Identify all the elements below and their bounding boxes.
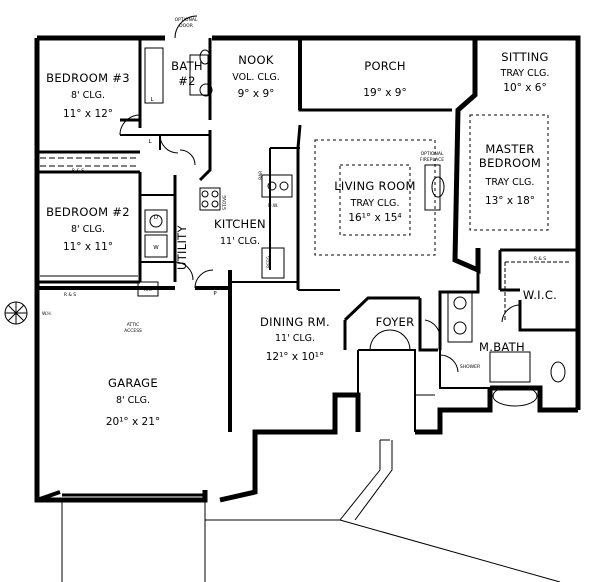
kitchen-clg: 11' CLG. — [220, 236, 260, 247]
master-dims: 13° x 18° — [485, 195, 535, 207]
porch-dims: 19° x 9° — [363, 87, 406, 99]
living-dims: 16¹° x 15⁴ — [348, 212, 401, 224]
pantry-note: P — [213, 291, 217, 297]
attic-note-1: ATTIC — [127, 322, 140, 328]
bedroom3-clg: 8' CLG. — [71, 90, 105, 101]
garage-clg: 8' CLG. — [116, 395, 150, 406]
dining-name: DINING RM. — [260, 315, 330, 329]
bedroom2-name: BEDROOM #2 — [46, 205, 130, 219]
shelf-note-3: R & S — [534, 256, 546, 262]
living-clg: TRAY CLG. — [350, 198, 400, 209]
walls — [34, 35, 581, 503]
labels: BEDROOM #3 8' CLG. 11° x 12° BATH #2 NOO… — [42, 17, 557, 428]
attic-note-2: ACCESS — [124, 328, 142, 334]
mbath-name: M.BATH — [479, 340, 525, 354]
optional-fireplace-note-1: OPTIONAL — [421, 151, 444, 157]
dining-clg: 11' CLG. — [275, 333, 315, 344]
shelf-note-1: R & S — [72, 168, 84, 174]
garage-dims: 20¹° x 21° — [106, 416, 160, 428]
water-heater-note: W.H. — [42, 311, 52, 317]
optional-door-note-2: DOOR — [179, 23, 193, 29]
linen-note-1: L — [150, 97, 154, 103]
sitting-dims: 10° x 6° — [503, 82, 546, 94]
washer-note: W — [153, 245, 159, 251]
bedroom2-dims: 11° x 11° — [63, 241, 113, 253]
living-name: LIVING ROOM — [334, 179, 416, 193]
nook-name: NOOK — [238, 53, 274, 67]
nook-dims: 9° x 9° — [238, 88, 275, 100]
kitchen-name: KITCHEN — [214, 217, 266, 231]
sitting-name: SITTING — [501, 50, 549, 64]
dw-note: D.W. — [268, 203, 278, 209]
shelf-note-2: R & S — [64, 292, 76, 298]
bedroom3-name: BEDROOM #3 — [46, 71, 130, 85]
utility-name: UTILITY — [175, 225, 189, 270]
nook-clg: VOL. CLG. — [232, 72, 279, 83]
fixtures — [4, 15, 570, 582]
linen-note-2: L — [148, 139, 152, 145]
bedroom2-clg: 8' CLG. — [71, 224, 105, 235]
foyer-name: FOYER — [376, 315, 415, 329]
refg-note: REFG. — [266, 255, 272, 268]
bedroom3-dims: 11° x 12° — [63, 108, 113, 120]
shower-note: SHOWER — [460, 364, 480, 370]
bath2-sub: #2 — [178, 74, 196, 88]
master-name-1: MASTER — [485, 142, 534, 156]
optional-fireplace-note-2: FIREPLACE — [420, 157, 444, 163]
master-clg: TRAY CLG. — [485, 177, 535, 188]
ac-note: A/C — [144, 287, 152, 293]
dining-dims: 12¹° x 10¹° — [266, 351, 325, 363]
stove-note: STOVE — [222, 195, 228, 210]
dryer-note: D — [154, 215, 158, 221]
optional-door-note-1: OPTIONAL — [175, 17, 198, 23]
sitting-clg: TRAY CLG. — [500, 68, 550, 79]
garage-name: GARAGE — [108, 376, 158, 390]
bar-note: BAR — [258, 171, 264, 180]
wic-name: W.I.C. — [523, 288, 557, 302]
bath2-name: BATH — [171, 59, 203, 73]
master-name-2: BEDROOM — [479, 156, 541, 170]
porch-name: PORCH — [364, 59, 406, 73]
